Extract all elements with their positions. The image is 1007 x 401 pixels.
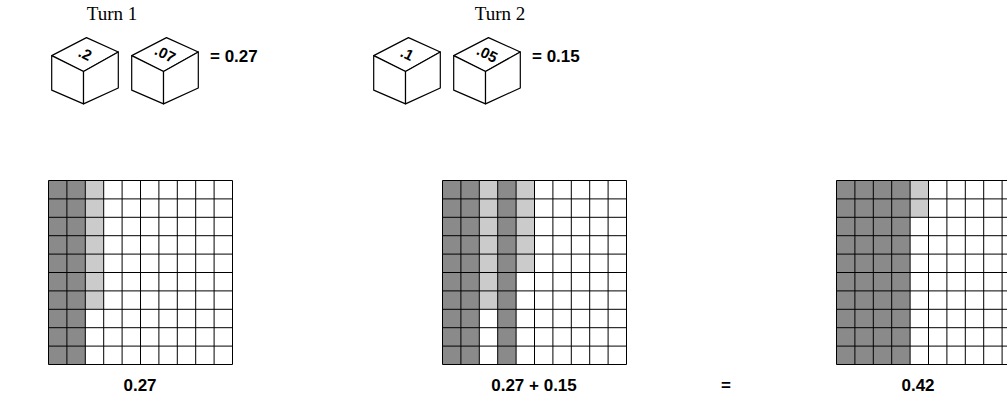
grid-lines xyxy=(49,181,233,365)
turn-heading: Turn 2 xyxy=(475,3,526,25)
hundredths-shade xyxy=(479,181,497,310)
label-anchor: 0.42 xyxy=(901,376,934,396)
turn-heading: Turn 1 xyxy=(87,3,138,25)
grid-one xyxy=(49,181,233,365)
die-left-face xyxy=(374,56,406,104)
die-left-face xyxy=(52,56,84,104)
die-left-face xyxy=(132,56,164,104)
number-die: .05 xyxy=(450,34,524,106)
label-anchor: = 0.15 xyxy=(532,47,580,67)
label-anchor: 0.27 xyxy=(123,376,156,396)
label-anchor: = xyxy=(721,376,731,396)
grid-value: 0.27 xyxy=(123,376,156,396)
label-anchor: = 0.27 xyxy=(210,47,258,67)
grid-three xyxy=(837,181,1007,365)
die-left-face xyxy=(454,56,486,104)
label-anchor: 0.27 + 0.15 xyxy=(491,376,577,396)
hundredths-shade xyxy=(516,181,534,273)
grid-value: = xyxy=(721,376,731,396)
number-die: .07 xyxy=(128,34,202,106)
number-die: .1 xyxy=(370,34,444,106)
grid-ground xyxy=(49,181,233,365)
hundredths-shade xyxy=(85,181,103,310)
grid-two xyxy=(443,181,627,365)
grid-value: 0.27 + 0.15 xyxy=(491,376,577,396)
grid-lines xyxy=(443,181,627,365)
label-anchor: Turn 2 xyxy=(475,3,526,25)
grid-lines xyxy=(837,181,1007,365)
grid-ground xyxy=(837,181,1007,365)
label-anchor: Turn 1 xyxy=(87,3,138,25)
number-die: .2 xyxy=(48,34,122,106)
grid-ground xyxy=(443,181,627,365)
dice-sum: = 0.15 xyxy=(532,47,580,67)
grid-value: 0.42 xyxy=(901,376,934,396)
dice-sum: = 0.27 xyxy=(210,47,258,67)
